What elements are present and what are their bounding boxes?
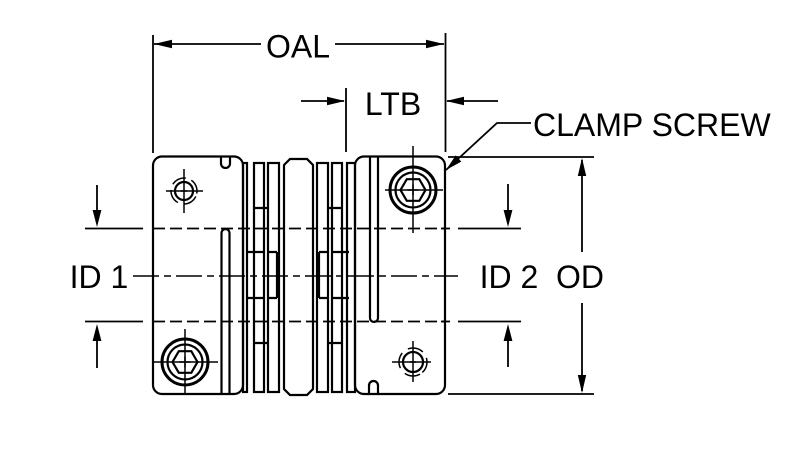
dimension-id1: ID 1 [70, 185, 143, 368]
callout-clamp-screw: CLAMP SCREW [445, 107, 771, 171]
arrowhead-left-icon [446, 96, 464, 106]
tapped-hole-thread-arc [398, 347, 428, 377]
arrowhead-down-icon [92, 210, 102, 227]
clamp-screw-label: CLAMP SCREW [533, 107, 771, 143]
arrowhead-up-icon [577, 158, 587, 176]
id1-label: ID 1 [70, 259, 129, 295]
arrowhead-right-icon [327, 96, 345, 106]
disc-plate [266, 161, 281, 394]
disc-plate [252, 161, 266, 394]
oal-label: OAL [266, 29, 330, 65]
dimension-id2: ID 2 [458, 184, 538, 367]
threaded-hole-icon [166, 169, 203, 213]
left-hub [151, 155, 245, 396]
left-hub-top-notch [219, 156, 232, 170]
hex-socket-screw-icon [152, 329, 218, 394]
disc-plate [315, 161, 330, 394]
disc-pack [241, 157, 357, 397]
threaded-hole-icon [392, 341, 431, 382]
disc-step-lines [247, 206, 349, 345]
disc-plate [241, 161, 249, 394]
leader-arrowhead-icon [446, 155, 462, 170]
dimension-ltb: LTB [301, 86, 498, 152]
dimension-oal: OAL [152, 29, 447, 153]
right-hub [353, 146, 447, 396]
od-label: OD [556, 259, 604, 295]
arrowhead-up-icon [92, 324, 102, 341]
arrowhead-down-icon [503, 210, 513, 227]
right-hub-clamp-slit [368, 156, 380, 324]
arrowhead-up-icon [503, 324, 513, 341]
arrowhead-right-icon [426, 39, 444, 49]
centerlines [133, 227, 458, 323]
ltb-label: LTB [365, 86, 421, 122]
tapped-hole-thread-arc [170, 177, 198, 205]
dimension-od: OD [448, 156, 604, 395]
leader-line [445, 122, 531, 171]
hex-socket-screw-icon [385, 146, 443, 233]
arrowhead-left-icon [154, 39, 172, 49]
arrowhead-down-icon [577, 375, 587, 393]
disc-plate [345, 161, 357, 394]
right-hub-bottom-notch [367, 379, 380, 394]
center-spacer [282, 157, 315, 397]
id2-label: ID 2 [480, 259, 539, 295]
left-hub-clamp-slit [220, 227, 231, 394]
disc-plate [330, 161, 344, 394]
